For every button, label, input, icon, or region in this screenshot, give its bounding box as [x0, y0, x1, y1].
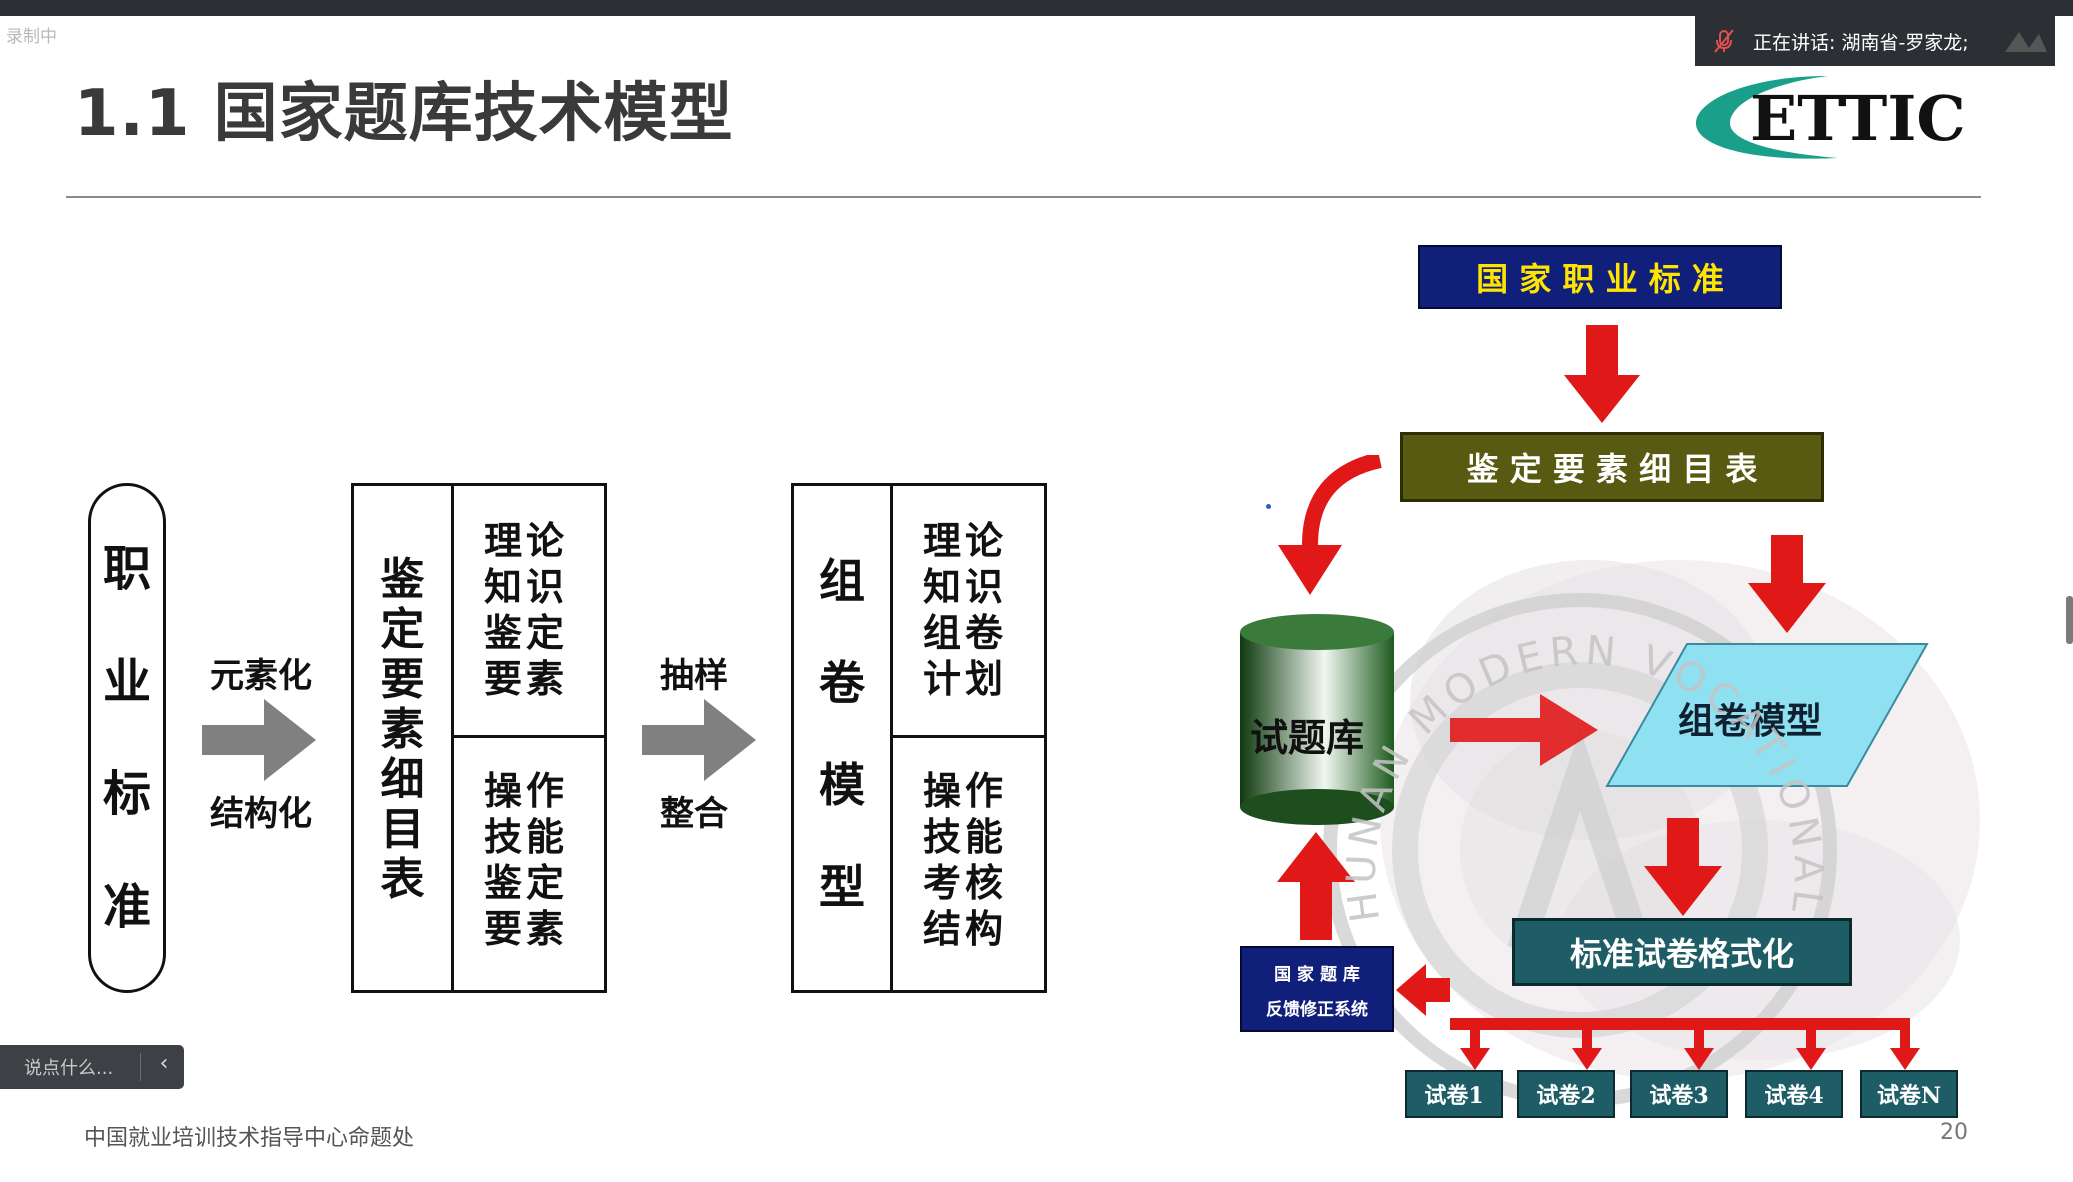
chat-input-bar[interactable]: 说点什么... ‹ [0, 1045, 184, 1089]
down-arrow-icon [1644, 818, 1722, 916]
arrow2-top-label: 抽样 [660, 656, 728, 696]
feedback-line: 国 家 题 库 [1274, 965, 1360, 985]
box2-divider-h [890, 735, 1044, 738]
down-arrow-icon [1564, 325, 1640, 423]
box1-left-char: 表 [380, 854, 425, 905]
box1-left-char: 鉴 [380, 554, 425, 605]
paper-box: 试卷N [1860, 1070, 1958, 1118]
box2-cell-line: 结构 [923, 906, 1008, 951]
pill-char: 准 [102, 879, 151, 935]
box2-cell-line: 技能 [923, 814, 1008, 859]
feedback-line: 反馈修正系统 [1266, 1000, 1368, 1020]
box1-cell-line: 技能 [484, 814, 569, 859]
element-table-box-right: 鉴 定 要 素 细 目 表 [1400, 432, 1824, 502]
pill-char: 业 [102, 654, 151, 710]
box2-cell-line: 计划 [923, 656, 1008, 701]
question-bank-label: 试题库 [1250, 715, 1365, 760]
box1-cell-line: 理论 [484, 518, 569, 563]
element-table-box [351, 483, 607, 993]
paper-label: 试卷2 [1536, 1083, 1596, 1109]
muted-mic-icon[interactable] [1709, 26, 1739, 56]
right-arrow-icon [642, 699, 756, 781]
box1-left-char: 定 [380, 604, 425, 655]
box1-cell-line: 鉴定 [484, 610, 569, 655]
up-arrow-icon [1277, 832, 1355, 940]
box1-cell-line: 操作 [484, 768, 569, 813]
slide-title: 1.1 国家题库技术模型 [74, 77, 734, 151]
right-arrow-icon [1450, 694, 1598, 766]
watermark-text: HUNAN MODERN VOCATIONAL SCHOOL [1320, 590, 1831, 925]
box2-cell-line: 知识 [923, 564, 1008, 609]
box1-divider-h [451, 735, 605, 738]
box1-left-char: 细 [380, 754, 425, 805]
curved-arrow-icon [1278, 455, 1382, 595]
box2-cell-line: 考核 [923, 860, 1008, 905]
recording-label: 录制中 [6, 27, 57, 47]
slide-footer: 中国就业培训技术指导中心命题处 [84, 1126, 415, 1151]
ettic-logo: ETTIC [1695, 76, 1966, 159]
left-arrow-icon [1396, 964, 1450, 1016]
paper-label: 试卷N [1876, 1083, 1942, 1109]
paper-label: 试卷1 [1424, 1083, 1484, 1109]
pill-char: 职 [102, 541, 151, 597]
paper-label: 试卷3 [1649, 1083, 1709, 1109]
chat-separator [140, 1053, 141, 1081]
box1-cell-line: 知识 [484, 564, 569, 609]
box2-left-char: 模 [819, 758, 865, 812]
page-number: 20 [1940, 1120, 1968, 1145]
box1-cell-line: 要素 [484, 656, 569, 701]
chat-input[interactable]: 说点什么... [24, 1058, 114, 1079]
box1-left-char: 素 [380, 704, 425, 755]
collapse-chevron-icon[interactable]: ‹ [159, 1051, 169, 1076]
box1-left-char: 要 [380, 654, 425, 705]
box1-cell-line: 鉴定 [484, 860, 569, 905]
paper-model-box [791, 483, 1047, 993]
speaking-indicator: 正在讲话: 湖南省-罗家龙; [1695, 16, 2055, 66]
speaker-avatar-icon [2005, 32, 2047, 52]
element-table-label: 鉴 定 要 素 细 目 表 [1466, 450, 1758, 488]
side-scroll-handle[interactable] [2066, 596, 2073, 644]
arrow1-top-label: 元素化 [210, 656, 312, 696]
paper-model-label: 组卷模型 [1678, 700, 1823, 742]
box2-left-char: 卷 [819, 656, 865, 710]
arrow1-bottom-label: 结构化 [210, 794, 312, 834]
title-divider [66, 196, 1981, 198]
box1-left-char: 目 [380, 804, 425, 855]
marker-dot [1266, 504, 1271, 509]
feedback-system-box: 国 家 题 库 反馈修正系统 [1240, 946, 1394, 1032]
paper-box: 试卷1 [1405, 1070, 1503, 1118]
down-arrow-icon [1748, 535, 1826, 633]
svg-text:HUNAN MODERN VOCATIONAL SCHOOL: HUNAN MODERN VOCATIONAL SCHOOL [1320, 590, 1831, 925]
paper-box: 试卷2 [1517, 1070, 1615, 1118]
paper-label: 试卷4 [1764, 1083, 1824, 1109]
top-bar [0, 0, 2073, 16]
question-bank-cylinder [1240, 614, 1394, 825]
box1-divider-v [451, 483, 454, 993]
standard-format-label: 标准试卷格式化 [1569, 935, 1794, 973]
distribution-arrows [1450, 1018, 1920, 1070]
arrow2-bottom-label: 整合 [660, 794, 728, 834]
paper-model-parallelogram [1605, 643, 1929, 787]
box1-cell-line: 要素 [484, 906, 569, 951]
box2-divider-v [890, 483, 893, 993]
standard-pill [88, 483, 166, 993]
logo-text: ETTIC [1750, 82, 1966, 155]
box2-cell-line: 操作 [923, 768, 1008, 813]
right-arrow-icon [202, 699, 316, 781]
box2-cell-line: 理论 [923, 518, 1008, 563]
box2-left-char: 型 [819, 860, 865, 914]
standard-format-box: 标准试卷格式化 [1512, 918, 1852, 986]
paper-box: 试卷3 [1630, 1070, 1728, 1118]
speaking-text: 正在讲话: 湖南省-罗家龙; [1753, 31, 1969, 54]
box2-left-char: 组 [819, 554, 865, 608]
box2-cell-line: 组卷 [923, 610, 1008, 655]
national-standard-box: 国 家 职 业 标 准 [1418, 245, 1782, 309]
pill-char: 标 [102, 766, 151, 822]
paper-box: 试卷4 [1745, 1070, 1843, 1118]
national-standard-label: 国 家 职 业 标 准 [1476, 260, 1724, 298]
